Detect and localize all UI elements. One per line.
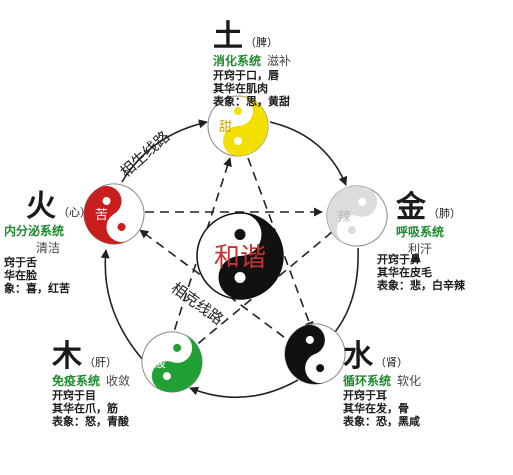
organ-label: （脾） xyxy=(245,36,278,49)
element-name: 火 xyxy=(26,189,56,224)
water-yinyang-symbol xyxy=(284,323,346,385)
description-line: 窍于舌 xyxy=(4,256,37,269)
description-line: 表象：思，黄甜 xyxy=(213,95,290,108)
system-label: 呼吸系统 xyxy=(396,225,445,239)
description-line: 表象：悲，白辛辣 xyxy=(377,279,465,292)
element-name: 水 xyxy=(343,339,373,374)
description-line: 表象：怒，青酸 xyxy=(52,415,129,428)
description-line: 开窍于耳 xyxy=(343,389,387,402)
element-name: 土 xyxy=(213,19,243,54)
description-line: 其华在爪，筋 xyxy=(52,402,118,415)
organ-label: （肾） xyxy=(375,356,408,369)
description-line: 其华在肌肉 xyxy=(213,82,268,95)
arrow-metal-to-water xyxy=(329,247,359,339)
element-name: 木 xyxy=(52,339,82,374)
metal-taste-label: 辣 xyxy=(338,210,351,225)
effect-label: 利汗 xyxy=(408,242,433,256)
arrow-water-to-wood xyxy=(189,379,299,399)
description-line: 华在脸 xyxy=(4,269,37,282)
description-line: 其华在皮毛 xyxy=(377,266,432,279)
element-metal: 金（肺） 呼吸系统 利汗 xyxy=(396,193,461,257)
water-taste-label: 咸 xyxy=(296,348,309,363)
effect-label: 收敛 xyxy=(106,374,131,388)
fire-yinyang-symbol xyxy=(83,183,145,245)
wood-yinyang-symbol xyxy=(141,331,203,393)
element-metal-lines: 开窍于鼻 其华在皮毛 表象：悲，白辛辣 xyxy=(377,253,465,292)
effect-label: 清洁 xyxy=(36,241,61,255)
fire-taste-label: 苦 xyxy=(95,207,108,223)
element-water: 水（肾） 循环系统软化 开窍于耳 其华在发，骨 表象：恐，黑咸 xyxy=(343,339,422,429)
system-label: 消化系统 xyxy=(213,54,262,68)
organ-label: （肺） xyxy=(428,207,461,220)
organ-label: （肝） xyxy=(84,356,117,369)
description-line: 表象：恐，黑咸 xyxy=(343,415,420,428)
description-line: 其华在发，骨 xyxy=(343,402,409,415)
description-line: 开窍于口，唇 xyxy=(213,69,279,82)
description-line: 象：喜，红苦 xyxy=(4,282,70,295)
center-label: 和谐 xyxy=(214,243,266,273)
effect-label: 滋补 xyxy=(267,54,292,68)
arrow-earth-to-metal xyxy=(269,121,348,186)
organ-label: （心） xyxy=(58,206,91,219)
element-earth: 土（脾） 消化系统滋补 开窍于口，唇 其华在肌肉 表象：思，黄甜 xyxy=(213,19,292,109)
earth-taste-label: 甜 xyxy=(219,119,232,135)
description-line: 开窍于目 xyxy=(52,389,96,402)
generating-cycle xyxy=(100,119,359,399)
wood-taste-label: 酸 xyxy=(153,356,166,371)
system-label: 免疫系统 xyxy=(52,374,101,388)
earth-yinyang-symbol xyxy=(207,95,269,157)
system-label: 内分泌系统 xyxy=(4,224,65,238)
element-wood: 木（肝） 免疫系统收敛 开窍于目 其华在爪，筋 表象：怒，青酸 xyxy=(52,339,131,429)
center-yinyang: 和谐 xyxy=(196,212,284,300)
element-name: 金 xyxy=(396,190,426,225)
arrow-wood-to-fire xyxy=(100,249,144,361)
description-line: 开窍于鼻 xyxy=(377,253,421,266)
element-fire: 火（心） 内分泌系统 清洁 窍于舌 华在脸 象：喜，红苦 xyxy=(4,189,91,296)
arrow-fire-to-earth xyxy=(121,119,208,183)
generating-route-label: 相生线路 xyxy=(117,127,174,181)
effect-label: 软化 xyxy=(397,374,422,388)
metal-yinyang-symbol xyxy=(326,185,388,247)
system-label: 循环系统 xyxy=(343,374,392,388)
